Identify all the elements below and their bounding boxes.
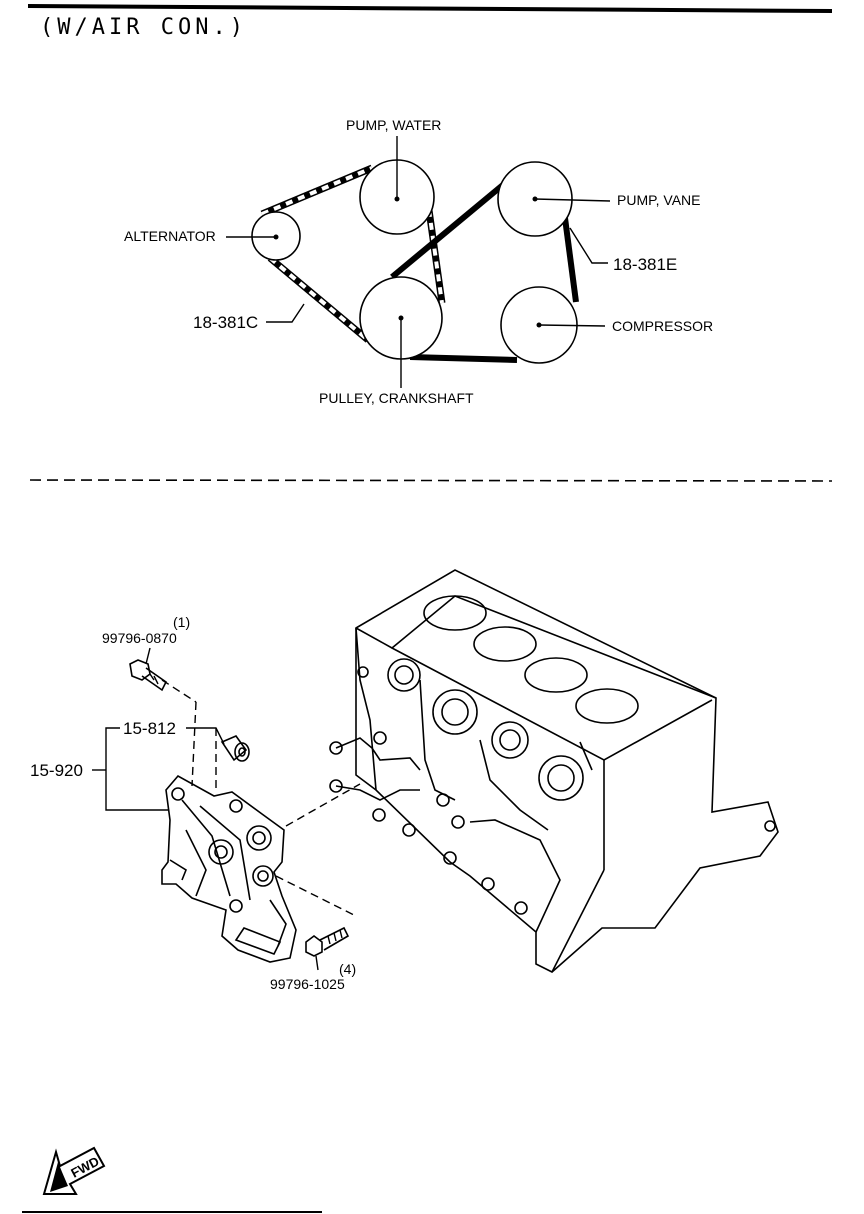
label-pump-vane: PUMP, VANE (617, 192, 701, 208)
label-pump-water: PUMP, WATER (346, 117, 441, 133)
label-belt-18-381c: 18-381C (193, 313, 258, 332)
label-alternator: ALTERNATOR (124, 228, 216, 244)
top-rule (27, 4, 833, 13)
belt-diagram: PUMP, WATER PUMP, VANE ALTERNATOR 18-381… (124, 117, 713, 406)
bolt-bottom-qty: (4) (339, 961, 356, 977)
belt-18-381c (260, 164, 446, 343)
section-divider (29, 479, 833, 482)
bolt-99796-1025 (305, 926, 350, 957)
fwd-arrow-icon: FWD (42, 1146, 106, 1195)
bracket-assembly (92, 647, 361, 971)
label-belt-18-381e: 18-381E (613, 255, 677, 274)
bolt-bottom-number: 99796-1025 (270, 976, 345, 992)
engine-block (329, 569, 779, 973)
part-15-920-label: 15-920 (30, 761, 83, 780)
bolt-99796-0870 (129, 659, 168, 692)
bracket-15-920 (161, 774, 297, 963)
belt-18-381e (390, 181, 579, 363)
sleeve-15-812 (220, 735, 250, 762)
label-compressor: COMPRESSOR (612, 318, 713, 334)
bolt-top-qty: (1) (173, 614, 190, 630)
label-pulley-crankshaft: PULLEY, CRANKSHAFT (319, 390, 474, 406)
section-title: (W/AIR CON.) (40, 15, 247, 40)
part-15-812-label: 15-812 (123, 719, 176, 738)
bolt-top-number: 99796-0870 (102, 630, 177, 646)
